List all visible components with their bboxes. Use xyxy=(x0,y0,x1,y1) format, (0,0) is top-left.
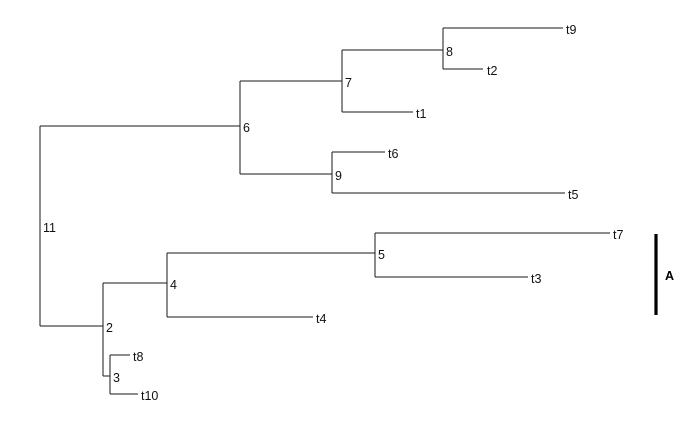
tip-label-t6: t6 xyxy=(388,147,398,161)
tip-label-t3: t3 xyxy=(531,272,541,286)
tip-label-t8: t8 xyxy=(133,350,143,364)
node-label-7: 7 xyxy=(345,76,352,90)
node-label-11: 11 xyxy=(43,221,56,235)
tip-label-t1: t1 xyxy=(416,107,426,121)
tip-label-t10: t10 xyxy=(141,389,158,403)
scale-bar-group: A xyxy=(654,234,674,315)
tip-label-t9: t9 xyxy=(566,23,576,37)
node-label-5: 5 xyxy=(378,248,385,262)
node-label-9: 9 xyxy=(335,169,342,183)
node-label-layer: 11 6 7 8 9 2 4 5 3 xyxy=(43,45,453,385)
node-label-6: 6 xyxy=(243,121,250,135)
clade-bracket-label: A xyxy=(665,269,674,283)
tip-label-layer: t9 t2 t1 t6 t5 t7 t3 t4 t8 t10 xyxy=(133,23,623,403)
node-label-3: 3 xyxy=(113,371,120,385)
tip-label-t4: t4 xyxy=(316,312,326,326)
tip-label-t7: t7 xyxy=(613,228,623,242)
node-label-8: 8 xyxy=(446,45,453,59)
tip-label-t2: t2 xyxy=(487,64,497,78)
node-label-4: 4 xyxy=(170,278,177,292)
tip-label-t5: t5 xyxy=(568,188,578,202)
branch-layer xyxy=(39,27,610,395)
node-label-2: 2 xyxy=(106,321,113,335)
